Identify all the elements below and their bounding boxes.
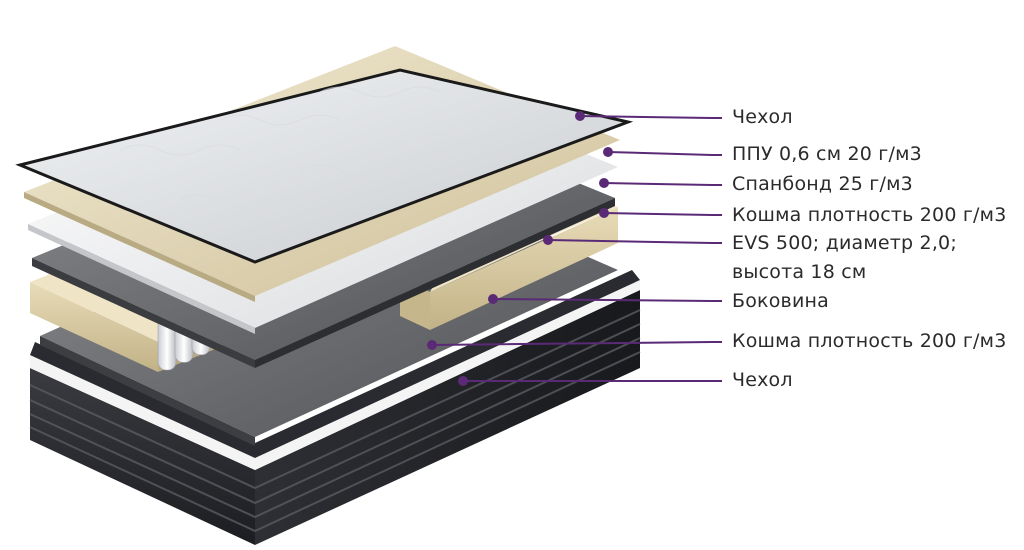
top-cover-layer [15, 68, 634, 264]
callout-ppu-foam-line [607, 151, 722, 156]
callout-spring-block-dot [543, 235, 553, 245]
callout-side-foam-dot [488, 294, 498, 304]
callout-spunbond-dot [599, 178, 609, 188]
callout-ppu-foam-dot [603, 147, 613, 157]
callout-top-cover-line [579, 115, 722, 119]
callout-side-foam-line [492, 298, 722, 302]
callout-upper-felt-dot [599, 208, 609, 218]
label-spring-block-line2: высота 18 см [732, 261, 867, 283]
label-upper-felt: Кошма плотность 200 г/м3 [732, 204, 1007, 226]
callout-lower-felt-dot [427, 340, 437, 350]
callout-bottom-cover-dot [458, 376, 468, 386]
label-top-cover: Чехол [732, 106, 793, 128]
label-bottom-cover: Чехол [732, 369, 793, 391]
label-spring-block-line1: EVS 500; диаметр 2,0; [732, 232, 957, 254]
callout-spunbond-line [603, 182, 722, 186]
label-lower-felt: Кошма плотность 200 г/м3 [732, 330, 1007, 352]
callout-lines [427, 111, 722, 386]
callout-upper-felt-line [603, 212, 722, 216]
label-spunbond: Спанбонд 25 г/м3 [732, 173, 913, 195]
callout-spring-block-line [547, 239, 722, 244]
callout-lower-felt-line [431, 341, 722, 346]
label-ppu-foam: ППУ 0,6 см 20 г/м3 [732, 143, 922, 165]
callout-top-cover-dot [575, 111, 585, 121]
label-side-foam: Боковина [732, 290, 829, 312]
